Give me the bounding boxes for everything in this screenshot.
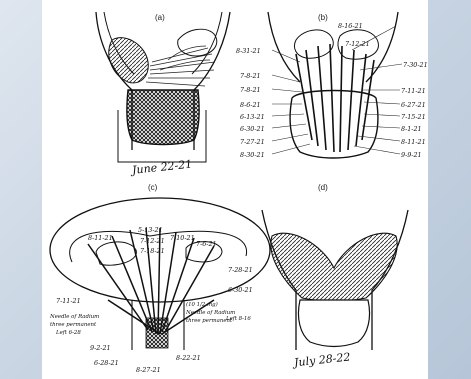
panel-d-cervix: [298, 300, 369, 347]
panel-b-date: 6-13-21: [240, 113, 265, 121]
panel-c-date: 7-28-21: [228, 266, 253, 274]
panel-b-date: 7-30-21: [403, 61, 428, 69]
panel-b-label: (b): [318, 13, 328, 22]
panel-c-date: 8-22-21: [176, 354, 201, 362]
svg-text:Needle of Radium: Needle of Radium: [49, 314, 99, 320]
svg-text:three permanent: three permanent: [50, 322, 97, 328]
panel-d-label: (d): [318, 183, 328, 192]
panel-b-date: 7-8-21: [240, 72, 261, 80]
panel-c-date: 7-6-21: [196, 240, 217, 248]
panel-b-date: 8-6-21: [240, 101, 261, 109]
paper-sheet: [42, 0, 428, 379]
panel-c-date: 8-27-21: [136, 366, 161, 374]
panel-b-date: 7-12-21: [345, 40, 370, 48]
panel-c-date: 8-11-21: [88, 234, 113, 242]
panel-b-date: 8-31-21: [236, 47, 261, 55]
panel-c-date: 7-12-21: [140, 237, 165, 245]
panel-c-label: (c): [148, 183, 158, 192]
panel-c-date: 7-10-21: [170, 234, 195, 242]
panel-c-date: 7-18-21: [140, 247, 165, 255]
panel-a-cervix-block: [127, 90, 199, 145]
panel-c-date: 6-28-21: [94, 359, 119, 367]
panel-b-date: 6-27-21: [401, 101, 426, 109]
panel-b-date: 8-11-21: [401, 138, 426, 146]
panel-b-date: 7-11-21: [401, 87, 426, 95]
panel-b-date: 7-15-21: [401, 113, 426, 121]
panel-c-date: 5-13-21: [138, 226, 163, 234]
panel-c-left-date: 7-11-21: [56, 297, 81, 305]
svg-text:Left 6-28: Left 6-28: [55, 330, 81, 336]
panel-b-date: 8-16-21: [338, 22, 363, 30]
svg-text:Left 8-16: Left 8-16: [225, 316, 251, 322]
panel-c-date: 6-30-21: [228, 286, 253, 294]
svg-text:(10 1/2 mg): (10 1/2 mg): [186, 301, 218, 308]
panel-a-label: (a): [155, 13, 165, 22]
panel-b-date: 9-9-21: [401, 151, 422, 159]
panel-b-date: 8-1-21: [401, 125, 422, 133]
panel-b-date: 7-27-21: [240, 138, 265, 146]
panel-b-date: 7-8-21: [240, 86, 261, 94]
panel-b-date: 8-30-21: [240, 151, 265, 159]
panel-b-date: 6-30-21: [240, 125, 265, 133]
panel-c-date: 9-2-21: [90, 344, 111, 352]
